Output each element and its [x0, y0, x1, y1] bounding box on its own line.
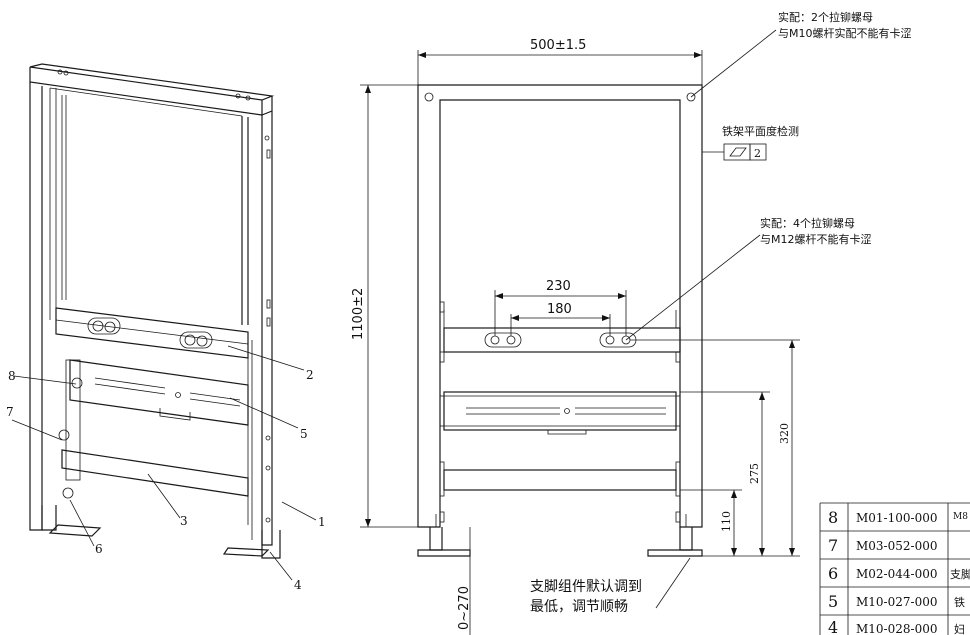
bom-no: 8: [828, 508, 838, 527]
dim-110: 110: [720, 511, 733, 532]
dim-180: 180: [547, 302, 572, 317]
flatness-value-box: [749, 143, 767, 161]
callout-6: 6: [95, 542, 103, 556]
callout-7: 7: [6, 405, 14, 419]
bom-table: [819, 502, 970, 635]
note-mid-line2: 与M12螺杆不能有卡涩: [760, 232, 872, 246]
dim-width: 500±1.5: [530, 38, 586, 53]
bom-desc: 妇: [954, 623, 965, 635]
bom-row: 8 M01-100-000 M8: [828, 508, 968, 527]
dim-foot-range: 0~270: [457, 586, 472, 630]
bom-row: 5 M10-027-000 铁: [828, 592, 965, 611]
dim-230: 230: [546, 279, 571, 294]
note-top-line1: 实配：2个拉铆螺母: [778, 10, 873, 24]
bom-no: 4: [828, 618, 838, 635]
bom-no: 6: [828, 564, 838, 583]
callout-4: 4: [294, 578, 302, 592]
note-flatness: 铁架平面度检测: [722, 124, 799, 138]
note-foot-line1: 支脚组件默认调到: [530, 579, 642, 595]
bom-desc: M8: [953, 512, 968, 522]
bom-code: M03-052-000: [856, 539, 937, 553]
front-view: [417, 84, 703, 557]
bom-code: M02-044-000: [856, 567, 937, 581]
bom-desc: 铁: [954, 596, 965, 609]
bom-row: 6 M02-044-000 支脚: [828, 564, 970, 583]
dimension-lines: [360, 29, 800, 635]
dim-320: 320: [778, 423, 791, 444]
callout-8: 8: [8, 369, 16, 383]
bom-code: M10-027-000: [856, 595, 937, 609]
bom-code: M01-100-000: [856, 511, 937, 525]
bom-no: 5: [828, 592, 838, 611]
bom-row: 4 M10-028-000 妇: [828, 618, 965, 635]
callout-5: 5: [300, 427, 308, 441]
note-mid-line1: 实配：4个拉铆螺母: [760, 216, 855, 230]
bom-code: M10-028-000: [856, 622, 937, 635]
parallelogram-icon: [729, 147, 747, 157]
bom-row: 7 M03-052-000: [828, 536, 937, 555]
dim-height: 1100±2: [351, 288, 366, 340]
note-top-line2: 与M10螺杆实配不能有卡涩: [778, 26, 912, 40]
callout-3: 3: [180, 514, 188, 528]
bom-desc: 支脚: [950, 567, 970, 581]
isometric-frame-view: [11, 63, 317, 581]
bom-no: 7: [828, 536, 838, 555]
dim-275: 275: [748, 463, 761, 484]
callout-1: 1: [318, 515, 326, 529]
flatness-symbol-box: [723, 143, 751, 161]
note-foot-line2: 最低，调节顺畅: [530, 599, 628, 615]
flatness-value: 2: [754, 147, 761, 160]
callout-2: 2: [306, 368, 314, 382]
